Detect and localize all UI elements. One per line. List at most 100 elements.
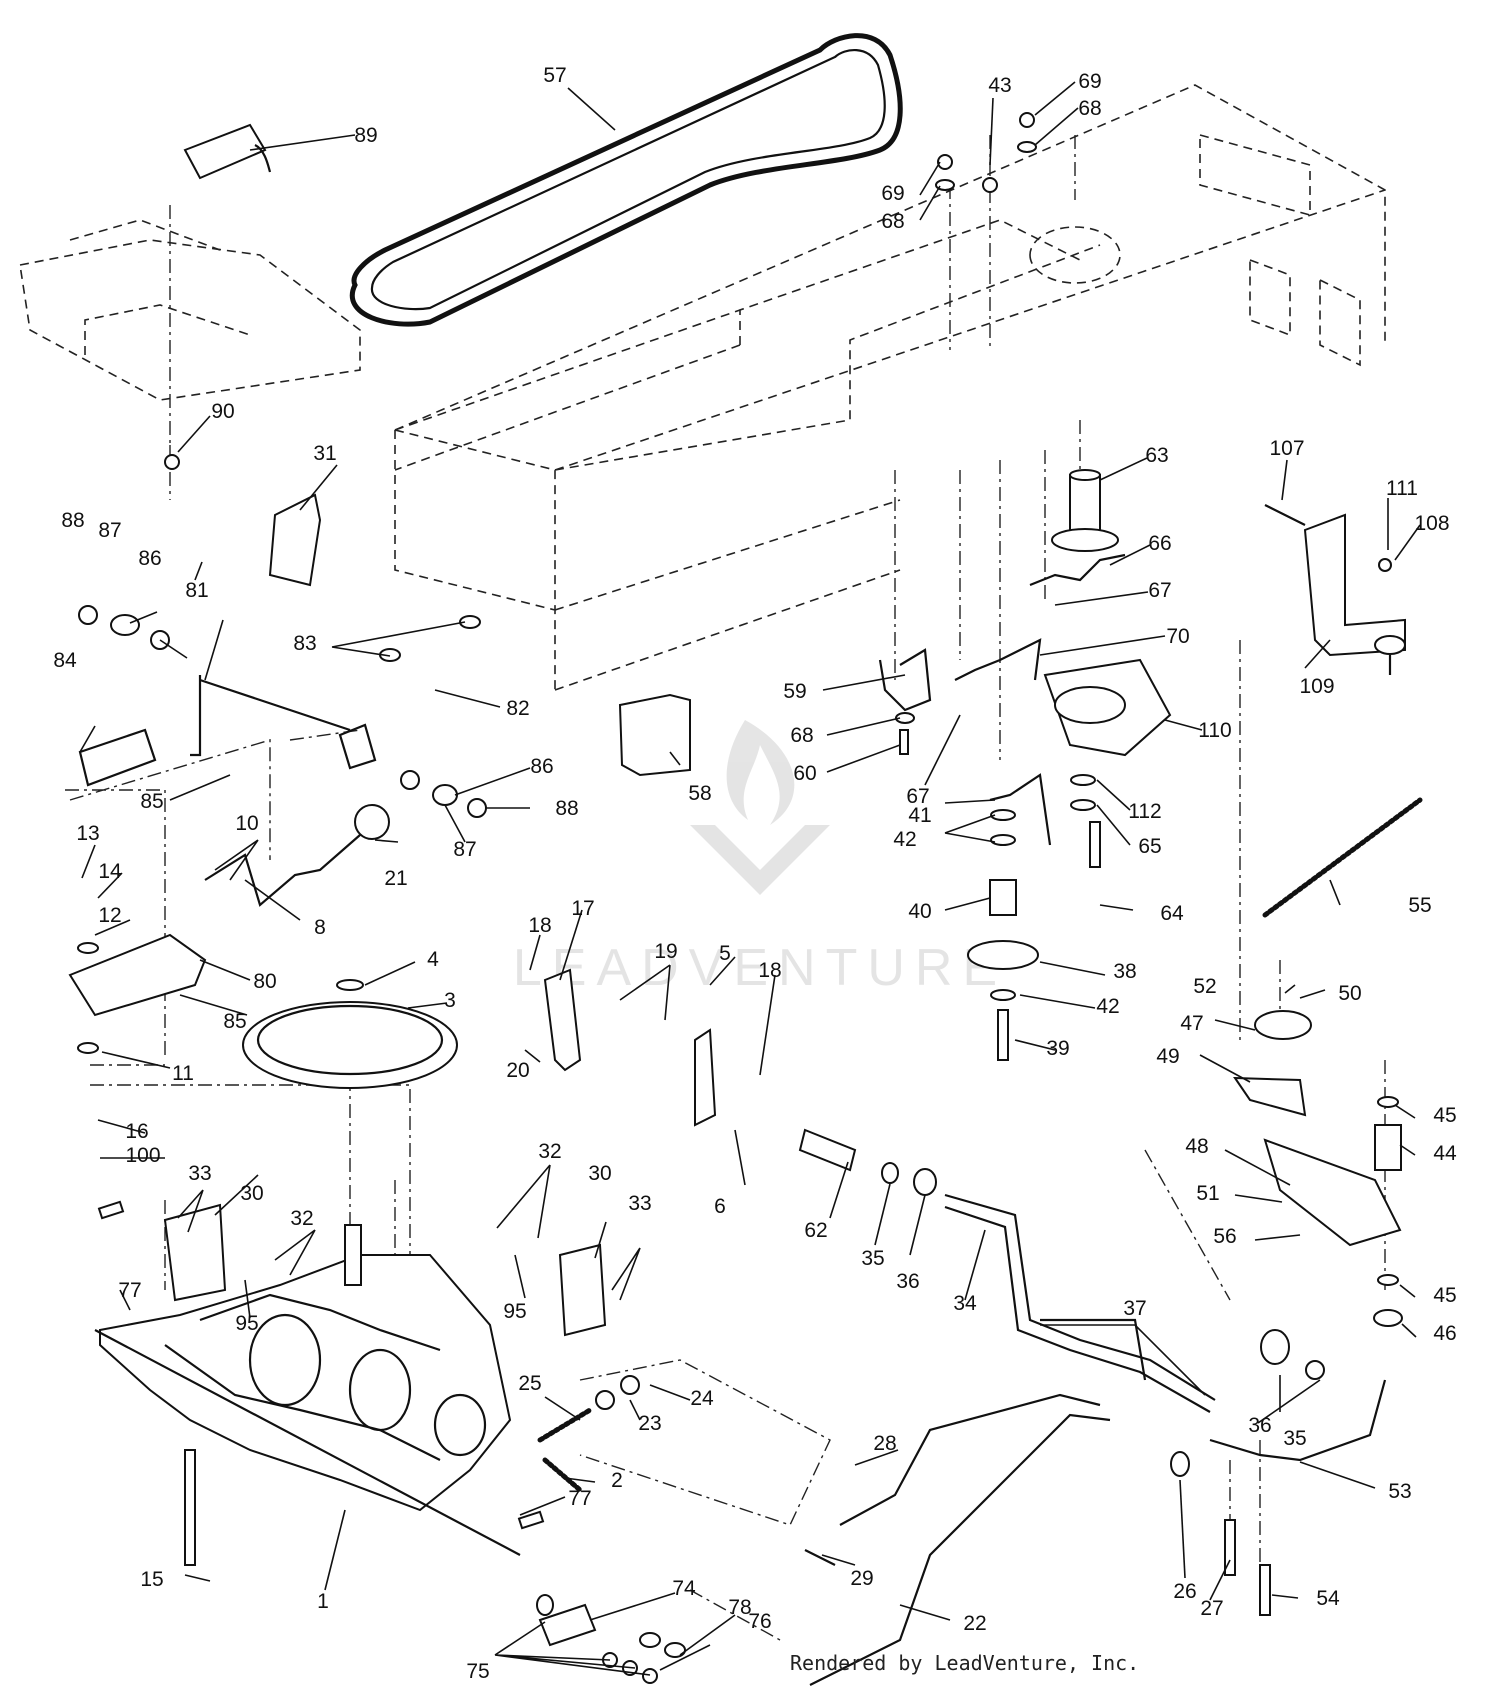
- part-number-label: 85: [140, 790, 163, 813]
- part-number-label: 57: [543, 64, 566, 87]
- part-number-label: 5: [719, 942, 731, 965]
- part-number-label: 112: [1128, 800, 1161, 823]
- part-number-label: 13: [76, 822, 99, 845]
- part-number-label: 20: [506, 1059, 529, 1082]
- part-number-label: 1: [317, 1590, 329, 1613]
- part-number-label: 35: [1283, 1427, 1306, 1450]
- part-number-label: 95: [503, 1300, 526, 1323]
- part-number-label: 69: [881, 182, 904, 205]
- part-number-label: 89: [354, 124, 377, 147]
- part-number-label: 52: [1193, 975, 1216, 998]
- part-number-label: 67: [1148, 579, 1171, 602]
- part-number-label: 14: [98, 860, 122, 883]
- part-number-label: 31: [313, 442, 336, 465]
- part-number-label: 67: [906, 785, 929, 808]
- part-number-label: 77: [118, 1279, 141, 1302]
- part-number-label: 87: [98, 519, 121, 542]
- part-number-label: 37: [1123, 1297, 1146, 1320]
- part-number-label: 86: [530, 755, 553, 778]
- part-number-label: 78: [728, 1596, 751, 1619]
- part-number-label: 60: [793, 762, 816, 785]
- belt: [350, 33, 903, 327]
- part-number-label: 82: [506, 697, 529, 720]
- part-number-label: 86: [138, 547, 161, 570]
- part-number-label: 29: [850, 1567, 873, 1590]
- part-number-label: 26: [1173, 1580, 1196, 1603]
- part-number-label: 68: [790, 724, 813, 747]
- part-number-label: 21: [384, 867, 407, 890]
- part-number-label: 49: [1156, 1045, 1179, 1068]
- part-number-label: 23: [638, 1412, 661, 1435]
- part-number-label: 87: [453, 838, 476, 861]
- part-number-label: 70: [1166, 625, 1189, 648]
- part-number-label: 45: [1433, 1284, 1456, 1307]
- part-number-label: 28: [873, 1432, 896, 1455]
- part-number-label: 44: [1433, 1142, 1457, 1165]
- part-number-label: 38: [1113, 960, 1136, 983]
- part-number-label: 24: [690, 1387, 714, 1410]
- part-number-label: 76: [748, 1610, 771, 1633]
- part-number-label: 68: [1078, 97, 1101, 120]
- part-number-label: 25: [518, 1372, 541, 1395]
- part-number-label: 43: [988, 74, 1011, 97]
- part-number-label: 64: [1160, 902, 1184, 925]
- part-number-label: 42: [893, 828, 916, 851]
- part-number-label: 90: [211, 400, 234, 423]
- frame-outline: [19, 84, 1386, 691]
- part-number-label: 53: [1388, 1480, 1411, 1503]
- part-number-label: 77: [568, 1487, 591, 1510]
- parts: [68, 112, 1423, 1686]
- part-number-label: 32: [290, 1207, 313, 1230]
- part-number-label: 111: [1386, 477, 1418, 500]
- part-number-label: 55: [1408, 894, 1431, 917]
- part-number-label: 88: [555, 797, 578, 820]
- part-number-label: 84: [53, 649, 77, 672]
- part-number-label: 17: [571, 897, 594, 920]
- part-number-label: 56: [1213, 1225, 1236, 1248]
- part-number-label: 46: [1433, 1322, 1456, 1345]
- part-number-label: 63: [1145, 444, 1168, 467]
- part-number-label: 51: [1196, 1182, 1219, 1205]
- part-number-label: 10: [235, 812, 258, 835]
- part-number-label: 19: [654, 940, 677, 963]
- part-number-label: 42: [1096, 995, 1119, 1018]
- part-number-label: 22: [963, 1612, 986, 1635]
- part-number-label: 65: [1138, 835, 1161, 858]
- part-number-label: 88: [61, 509, 84, 532]
- part-number-label: 39: [1046, 1037, 1069, 1060]
- part-number-label: 45: [1433, 1104, 1456, 1127]
- part-number-label: 74: [672, 1577, 696, 1600]
- part-number-label: 50: [1338, 982, 1361, 1005]
- part-number-label: 33: [188, 1162, 211, 1185]
- part-number-label: 95: [235, 1312, 258, 1335]
- part-number-label: 41: [908, 804, 931, 827]
- part-number-label: 34: [953, 1292, 977, 1315]
- part-number-label: 6: [714, 1195, 726, 1218]
- part-number-label: 107: [1269, 437, 1304, 460]
- part-number-label: 109: [1299, 675, 1334, 698]
- part-number-label: 30: [588, 1162, 611, 1185]
- part-number-label: 62: [804, 1219, 827, 1242]
- part-number-label: 15: [140, 1568, 163, 1591]
- part-number-label: 85: [223, 1010, 246, 1033]
- part-number-label: 59: [783, 680, 806, 703]
- part-number-label: 18: [758, 959, 781, 982]
- watermark-text: LEADVENTURE: [513, 939, 1007, 997]
- part-number-label: 75: [466, 1660, 489, 1683]
- part-number-label: 36: [1248, 1414, 1271, 1437]
- part-number-label: 8: [314, 916, 326, 939]
- part-number-label: 108: [1414, 512, 1449, 535]
- leader-lines: [79, 81, 1421, 1676]
- part-number-label: 33: [628, 1192, 651, 1215]
- part-number-label: 58: [688, 782, 711, 805]
- part-number-label: 2: [611, 1469, 623, 1492]
- part-number-label: 47: [1180, 1012, 1203, 1035]
- part-number-label: 48: [1185, 1135, 1208, 1158]
- part-number-label: 27: [1200, 1597, 1223, 1620]
- part-number-label: 16: [125, 1120, 148, 1143]
- part-number-label: 68: [881, 210, 904, 233]
- part-number-label: 12: [98, 904, 121, 927]
- part-number-label: 80: [253, 970, 276, 993]
